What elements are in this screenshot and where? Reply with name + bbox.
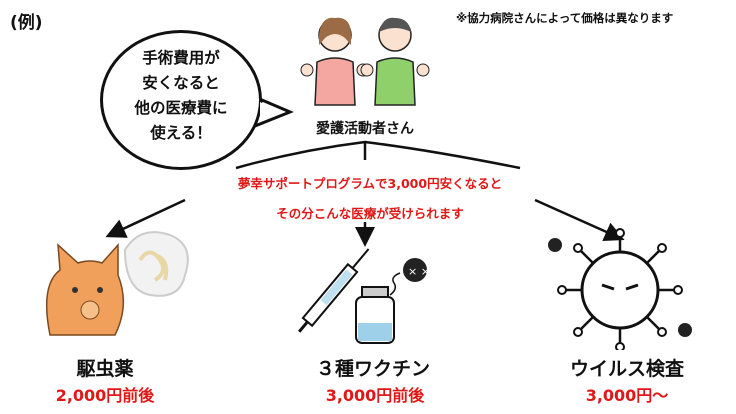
item-price-virus-test: 3,000円～ (585, 386, 669, 405)
item-price-dewormer: 2,000円前後 (55, 386, 155, 405)
bubble-line: 他の医療費に (134, 99, 228, 117)
program-message-line1: 夢幸サポートプログラムで3,000円安くなると (237, 176, 503, 191)
vaccine-illustration: × × (297, 248, 430, 344)
price-note: ※協力病院さんによって価格は異なります (456, 11, 674, 25)
speech-bubble (100, 30, 262, 170)
bubble-line: 使える！ (150, 124, 212, 142)
volunteers-label: 愛護活動者さん (316, 121, 414, 137)
bubble-line: 安くなると (142, 74, 220, 92)
bubble-line: 手術費用が (142, 49, 220, 67)
example-label: (例) (10, 13, 43, 33)
item-price-vaccine: 3,000円前後 (325, 386, 425, 405)
item-name-virus-test: ウイルス検査 (569, 358, 684, 380)
svg-text:× ×: × × (408, 265, 430, 278)
program-message-line2: その分こんな医療が受けられます (276, 206, 464, 221)
speech-bubble-text: 手術費用が 安くなると 他の医療費に 使える！ (100, 46, 262, 146)
item-name-dewormer: 駆虫薬 (76, 358, 134, 380)
volunteers-illustration (300, 17, 430, 106)
virus-illustration (548, 228, 692, 350)
item-name-vaccine: ３種ワクチン (315, 358, 430, 380)
cat-with-worms-illustration (45, 231, 189, 336)
